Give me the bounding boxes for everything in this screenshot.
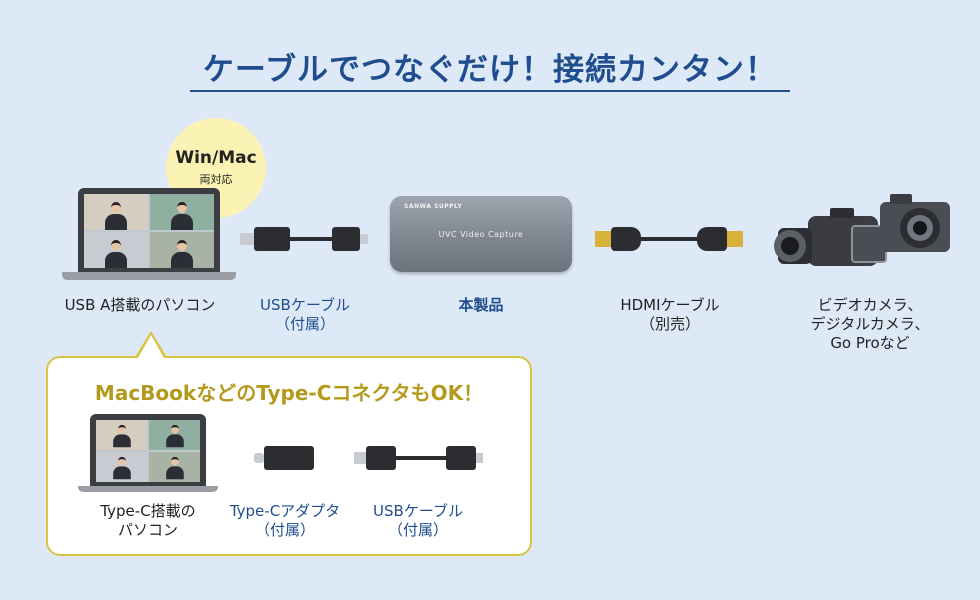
video-tile [150, 232, 214, 268]
video-tile [150, 194, 214, 230]
video-tile [84, 232, 148, 268]
usb-cable-label: USBケーブル （付属） [260, 296, 350, 333]
video-tile [84, 194, 148, 230]
camera-icons [774, 194, 950, 266]
laptop-usb-a [62, 188, 236, 280]
title-underline [190, 90, 790, 92]
laptop-lid [78, 188, 220, 272]
laptop-base [62, 272, 236, 280]
usb-cable-small-label: USBケーブル （付属） [373, 502, 463, 539]
capture-device: SANWA SUPPLY UVC Video Capture [390, 196, 572, 272]
pc-label: USB A搭載のパソコン [64, 296, 216, 314]
video-tile [96, 420, 147, 450]
device-printed-text: UVC Video Capture [438, 230, 524, 239]
hdmi-cable [595, 224, 745, 254]
video-tile [149, 452, 200, 482]
digital-camera-icon [880, 194, 950, 252]
hdmi-cable-label: HDMIケーブル （別売） [620, 296, 720, 333]
usb-cable-small [354, 444, 484, 472]
typec-adapter-label: Type-Cアダプタ （付属） [229, 502, 341, 539]
callout-pointer-fill [138, 335, 164, 358]
laptop-screen [84, 194, 214, 268]
video-tile [149, 420, 200, 450]
page-title: ケーブルでつなぐだけ！接続カンタン！ [202, 52, 778, 88]
video-tile [96, 452, 147, 482]
laptop-screen [96, 420, 200, 482]
video-camera-icon [774, 208, 887, 266]
laptop-lid [90, 414, 206, 486]
typec-pc-label: Type-C搭載の パソコン [100, 502, 196, 539]
laptop-type-c [78, 414, 218, 492]
badge-sub-text: 両対応 [199, 173, 233, 186]
badge-main-text: Win/Mac [175, 148, 257, 168]
laptop-base [78, 486, 218, 492]
product-label: 本製品 [458, 296, 504, 314]
usb-cable [240, 224, 370, 254]
callout-title: MacBookなどのType-CコネクタもOK！ [94, 381, 484, 405]
camera-label: ビデオカメラ、 デジタルカメラ、 Go Proなど [810, 296, 930, 352]
device-brand: SANWA SUPPLY [404, 203, 463, 210]
typec-adapter [254, 444, 314, 472]
